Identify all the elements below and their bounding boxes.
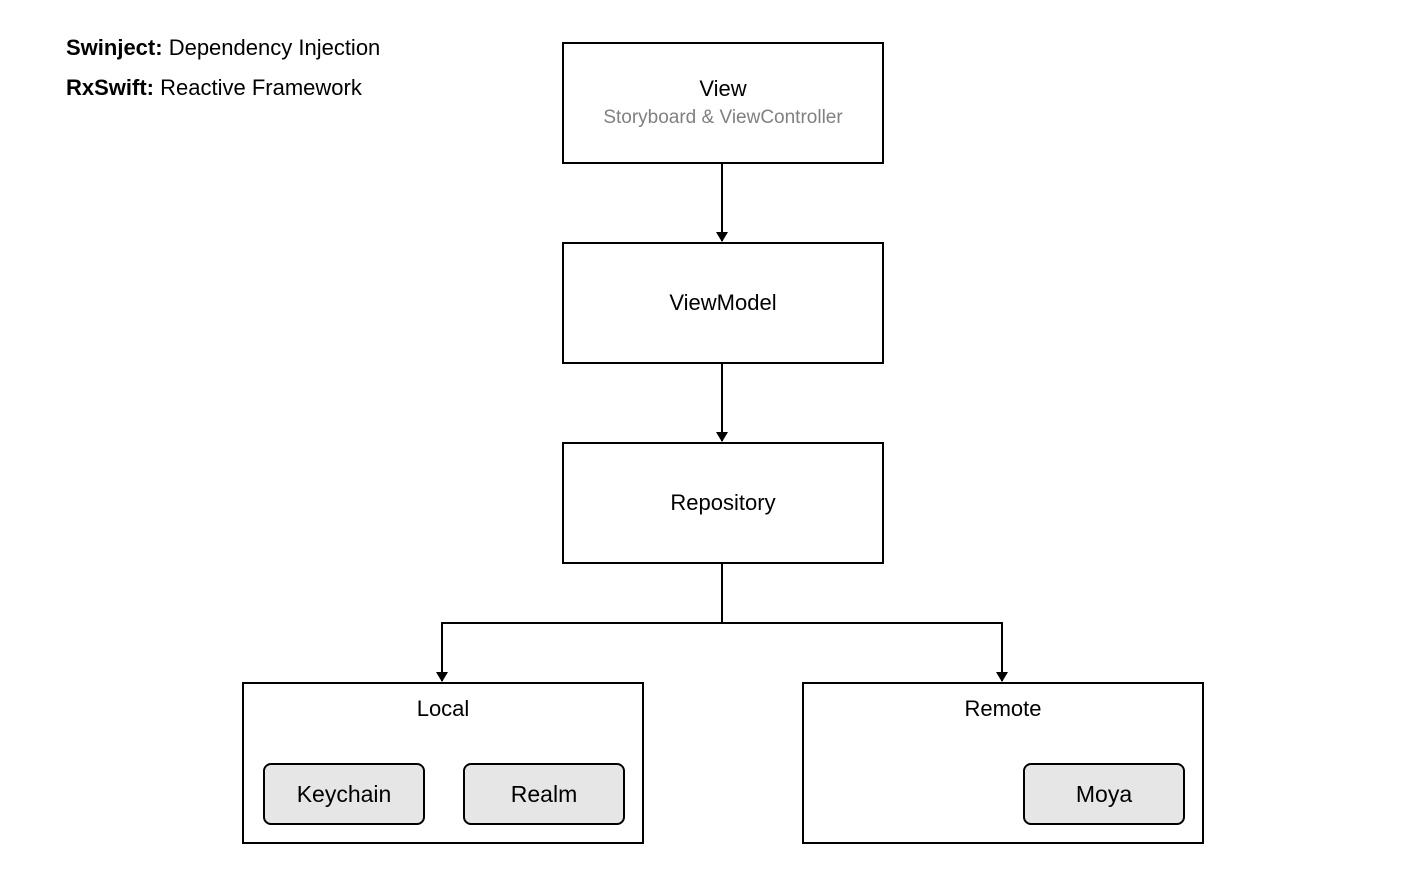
viewmodel-node: ViewModel bbox=[562, 242, 884, 364]
legend-value: Reactive Framework bbox=[160, 75, 362, 100]
remote-group: Remote Moya bbox=[802, 682, 1204, 844]
legend-value: Dependency Injection bbox=[168, 35, 381, 60]
legend-item-swinject: Swinject: Dependency Injection bbox=[66, 28, 380, 68]
view-node: View Storyboard & ViewController bbox=[562, 42, 884, 164]
view-subtitle: Storyboard & ViewController bbox=[603, 107, 843, 128]
legend-item-rxswift: RxSwift: Reactive Framework bbox=[66, 68, 380, 108]
view-title: View bbox=[699, 76, 747, 101]
realm-node: Realm bbox=[463, 763, 625, 825]
legend-key: Swinject: bbox=[66, 35, 163, 60]
keychain-node: Keychain bbox=[263, 763, 425, 825]
viewmodel-title: ViewModel bbox=[669, 290, 777, 315]
legend-key: RxSwift: bbox=[66, 75, 154, 100]
local-title: Local bbox=[416, 696, 470, 721]
repository-node: Repository bbox=[562, 442, 884, 564]
legend: Swinject: Dependency Injection RxSwift: … bbox=[66, 28, 380, 108]
moya-node: Moya bbox=[1023, 763, 1185, 825]
local-group: Local Keychain Realm bbox=[242, 682, 644, 844]
repository-title: Repository bbox=[670, 490, 776, 515]
remote-title: Remote bbox=[964, 696, 1042, 721]
